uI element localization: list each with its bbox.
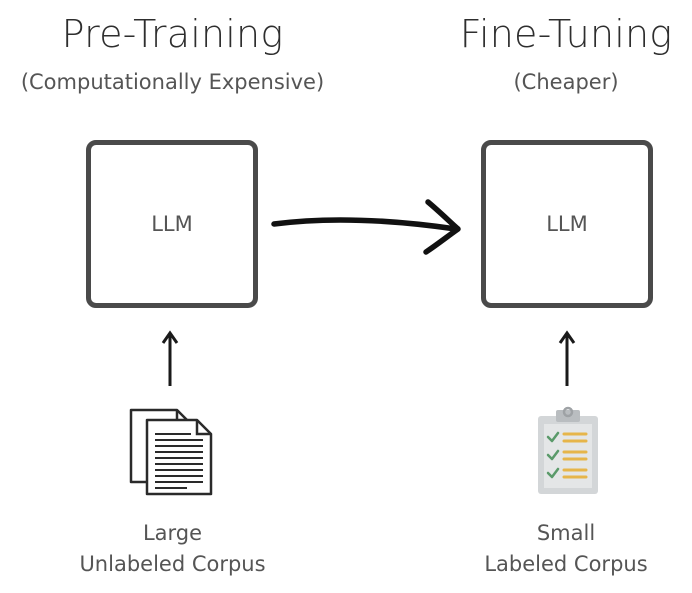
finetuning-subtitle: (Cheaper) (513, 70, 619, 94)
finetuning-up-arrow (558, 330, 576, 386)
pretraining-llm-box: LLM (86, 140, 258, 308)
finetuning-llm-label: LLM (546, 212, 588, 236)
finetuning-data-caption: Small Labeled Corpus (440, 518, 692, 580)
pretraining-data-line2: Unlabeled Corpus (79, 552, 266, 576)
pretraining-up-arrow (161, 330, 179, 386)
pretraining-data-line1: Large (142, 521, 203, 545)
transition-arrow (271, 199, 461, 255)
documents-icon (129, 408, 213, 496)
pretraining-llm-label: LLM (151, 212, 193, 236)
finetuning-llm-box: LLM (481, 140, 653, 308)
pretraining-title: Pre-Training (61, 12, 284, 56)
pretraining-subtitle: (Computationally Expensive) (20, 70, 325, 94)
finetuning-data-line1: Small (536, 521, 596, 545)
clipboard-checklist-icon (538, 406, 598, 494)
finetuning-title: Fine-Tuning (459, 12, 673, 56)
finetuning-data-line2: Labeled Corpus (484, 552, 648, 576)
pretraining-data-caption: Large Unlabeled Corpus (0, 518, 345, 580)
